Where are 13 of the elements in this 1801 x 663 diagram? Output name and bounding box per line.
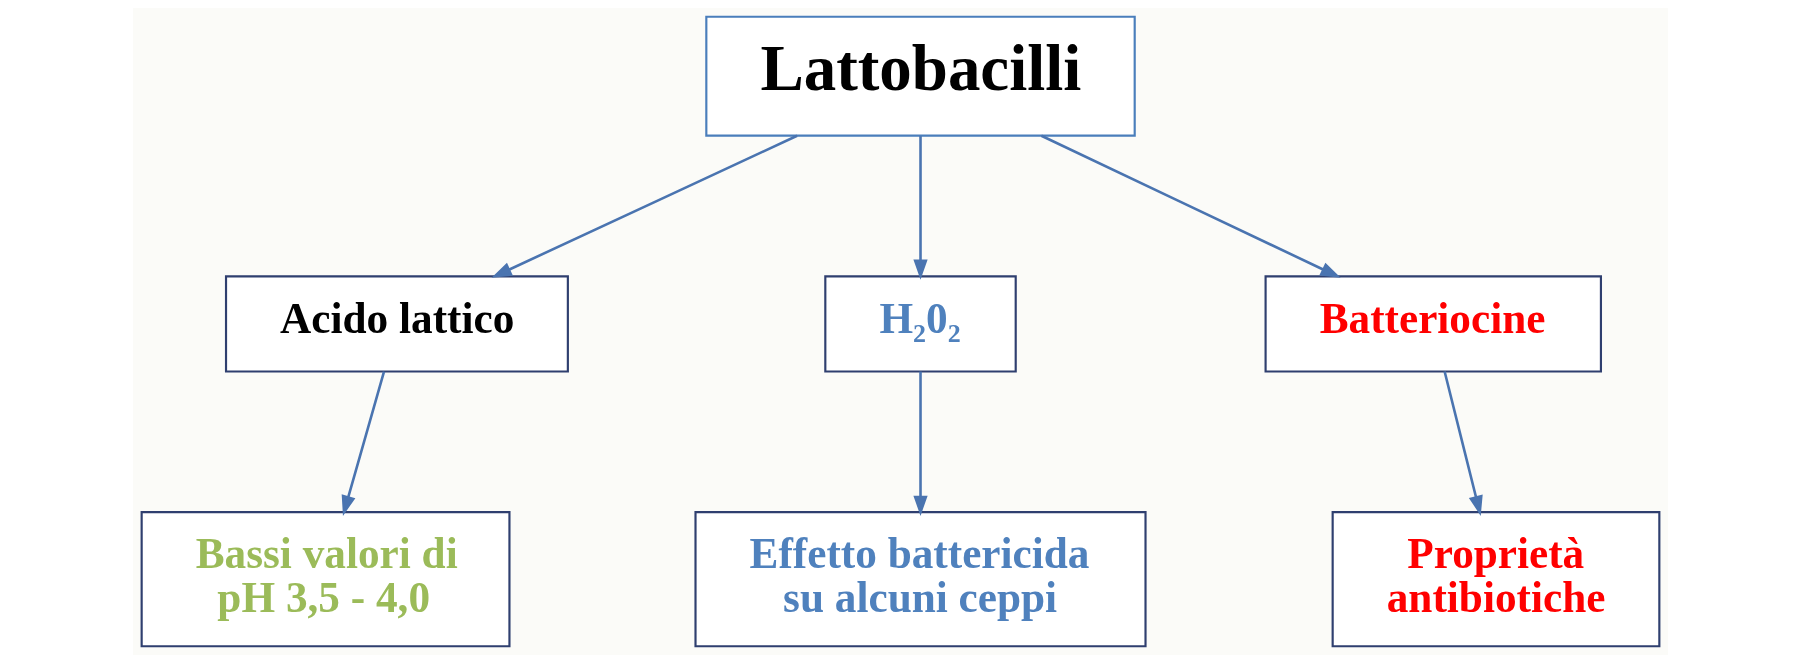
node-box: Proprietà antibiotiche xyxy=(1331,511,1661,648)
node-box: Bassi valori di pH 3,5 - 4,0 xyxy=(140,511,511,648)
node-box: Batteriocine xyxy=(1264,275,1602,373)
node-box: H₂0₂ xyxy=(824,275,1017,373)
node-box: Lattobacilli xyxy=(705,15,1136,137)
arrow xyxy=(491,134,798,278)
arrow xyxy=(1443,371,1483,516)
node-box: Effetto battericida su alcuni ceppi xyxy=(694,511,1147,648)
arrow xyxy=(341,371,386,516)
arrow xyxy=(913,371,928,517)
node-box: Acido lattico xyxy=(224,275,569,373)
arrow xyxy=(913,136,928,280)
arrow xyxy=(1040,134,1341,278)
